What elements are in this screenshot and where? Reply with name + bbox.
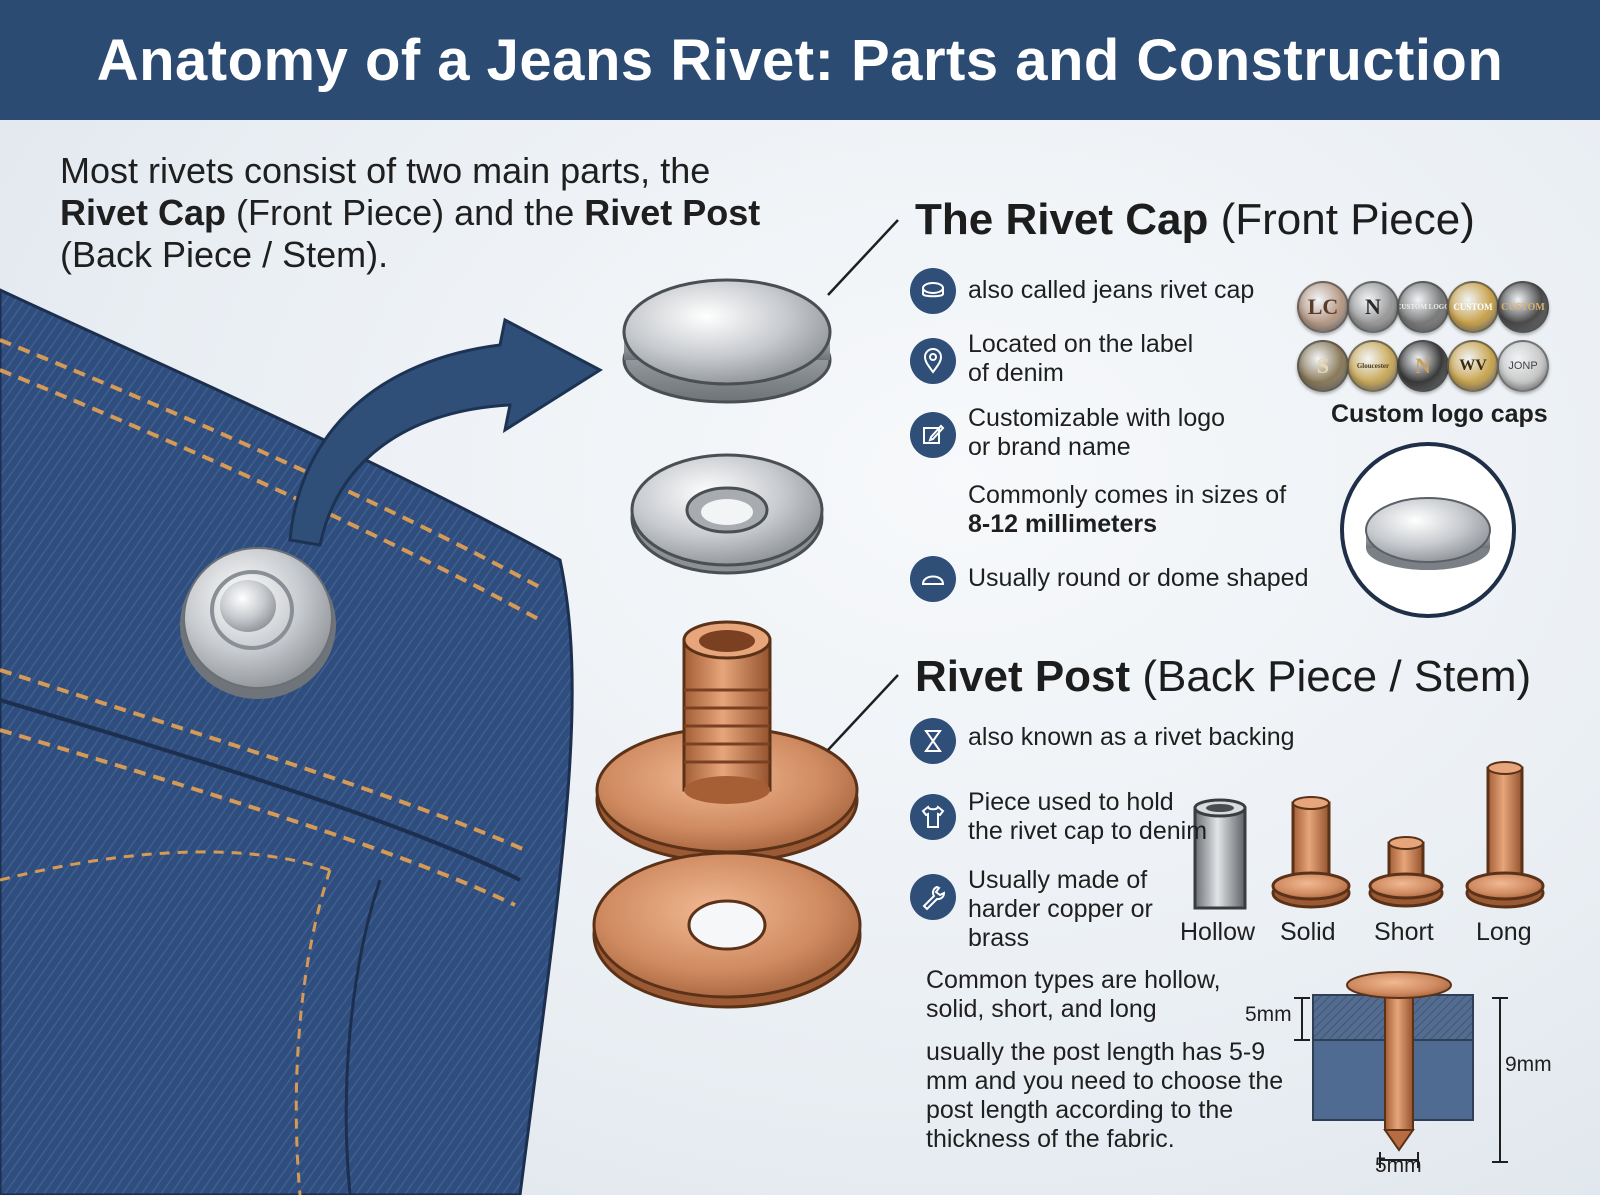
- denim-fabric: [0, 288, 574, 1195]
- post-type-solid: [1271, 796, 1351, 909]
- post-type-long: [1465, 761, 1545, 909]
- cap-feature-5: Usually round or dome shaped: [910, 556, 1308, 602]
- logo-cap: Gloucester: [1347, 340, 1399, 392]
- cap-feature-1: also called jeans rivet cap: [910, 268, 1254, 314]
- dimension-total: 9mm: [1505, 1053, 1552, 1076]
- logo-cap: N: [1347, 281, 1399, 333]
- dimension-top: 5mm: [1245, 1003, 1292, 1026]
- illustration: [0, 219, 1545, 1195]
- post-types-text: Common types are hollow,solid, short, an…: [926, 966, 1221, 1023]
- rivet-cap-heading: The Rivet Cap (Front Piece): [915, 195, 1475, 244]
- logo-cap: S: [1297, 340, 1349, 392]
- dimension-bottom: 5mm: [1375, 1154, 1422, 1177]
- logo-cap: CUSTOM: [1447, 281, 1499, 333]
- intro-text: Most rivets consist of two main parts, t…: [60, 150, 761, 275]
- logo-cap: LC: [1297, 281, 1349, 333]
- logo-caps-label: Custom logo caps: [1331, 400, 1548, 428]
- cap-outline-icon: [910, 268, 956, 314]
- rivet-post-term: Rivet Post: [584, 192, 761, 233]
- logo-cap: WV: [1447, 340, 1499, 392]
- washer-illustration: [630, 453, 824, 575]
- rivet-cap-term: Rivet Cap: [60, 192, 227, 233]
- header-banner: Anatomy of a Jeans Rivet: Parts and Cons…: [0, 0, 1600, 120]
- cap-leader-line: [827, 219, 899, 296]
- post-leader-line: [827, 674, 899, 751]
- logo-cap: CUSTOM LOGO: [1397, 281, 1449, 333]
- logo-cap: JONP: [1497, 340, 1549, 392]
- shirt-icon: [910, 794, 956, 840]
- post-backing-illustration: [592, 851, 862, 1009]
- dome-icon: [910, 556, 956, 602]
- dome-cap-circle: [1340, 442, 1516, 618]
- logo-cap: CUSTOM: [1497, 281, 1549, 333]
- post-feature-1: also known as a rivet backing: [910, 718, 1295, 764]
- location-pin-icon: [910, 338, 956, 384]
- post-type-hollow: [1193, 798, 1247, 910]
- post-type-label-solid: Solid: [1280, 918, 1336, 946]
- logo-cap: N: [1397, 340, 1449, 392]
- page-title: Anatomy of a Jeans Rivet: Parts and Cons…: [96, 27, 1504, 93]
- cross-section-diagram: [1294, 971, 1508, 1168]
- post-type-short: [1368, 836, 1444, 908]
- wrench-icon: [910, 874, 956, 920]
- rivet-post-heading: Rivet Post (Back Piece / Stem): [915, 652, 1532, 701]
- post-type-label-hollow: Hollow: [1180, 918, 1256, 946]
- edit-pencil-icon: [910, 412, 956, 458]
- rivet-cap-illustration: [622, 278, 832, 404]
- installed-rivet: [180, 547, 336, 699]
- curved-arrow: [288, 317, 603, 547]
- rivet-post-illustration: [595, 620, 859, 864]
- hourglass-icon: [910, 718, 956, 764]
- post-type-label-long: Long: [1476, 918, 1532, 946]
- post-type-label-short: Short: [1374, 918, 1434, 946]
